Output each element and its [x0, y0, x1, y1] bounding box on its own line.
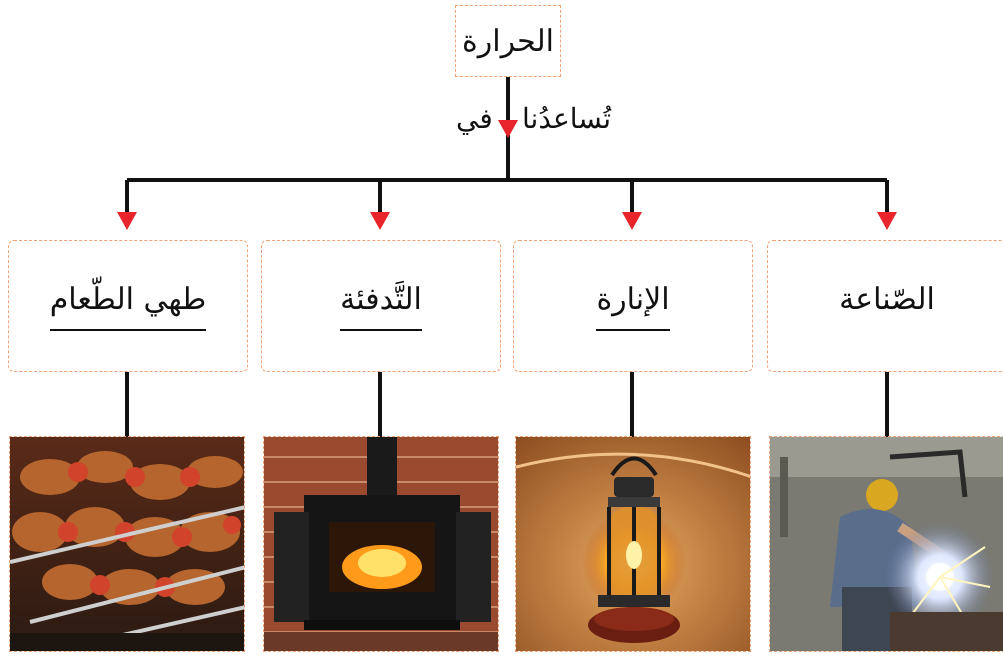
- category-heating: التَّدفئة: [261, 240, 501, 372]
- arrow-heating: [370, 212, 390, 230]
- oil-lantern-photo: [515, 436, 751, 652]
- edge-label-in: في: [456, 102, 493, 135]
- category-industry: الصّناعة: [767, 240, 1003, 372]
- kebab-grill-photo: [9, 436, 245, 652]
- arrow-root-down: [498, 120, 518, 138]
- category-label-lighting: الإنارة: [596, 282, 670, 331]
- arrow-industry: [877, 212, 897, 230]
- arrow-food: [117, 212, 137, 230]
- category-lighting: الإنارة: [513, 240, 753, 372]
- category-food-cooking: طهي الطّعام: [8, 240, 248, 372]
- welder-sparks-photo: [769, 436, 1003, 652]
- root-node: الحرارة: [455, 5, 561, 77]
- arrow-lighting: [622, 212, 642, 230]
- category-label-industry: الصّناعة: [839, 281, 935, 317]
- root-label: الحرارة: [462, 23, 554, 59]
- category-label-food-cooking: طهي الطّعام: [49, 282, 207, 331]
- fireplace-stove-photo: [263, 436, 499, 652]
- category-label-heating: التَّدفئة: [340, 282, 422, 331]
- edge-label-helps: تُساعدُنا: [522, 102, 612, 135]
